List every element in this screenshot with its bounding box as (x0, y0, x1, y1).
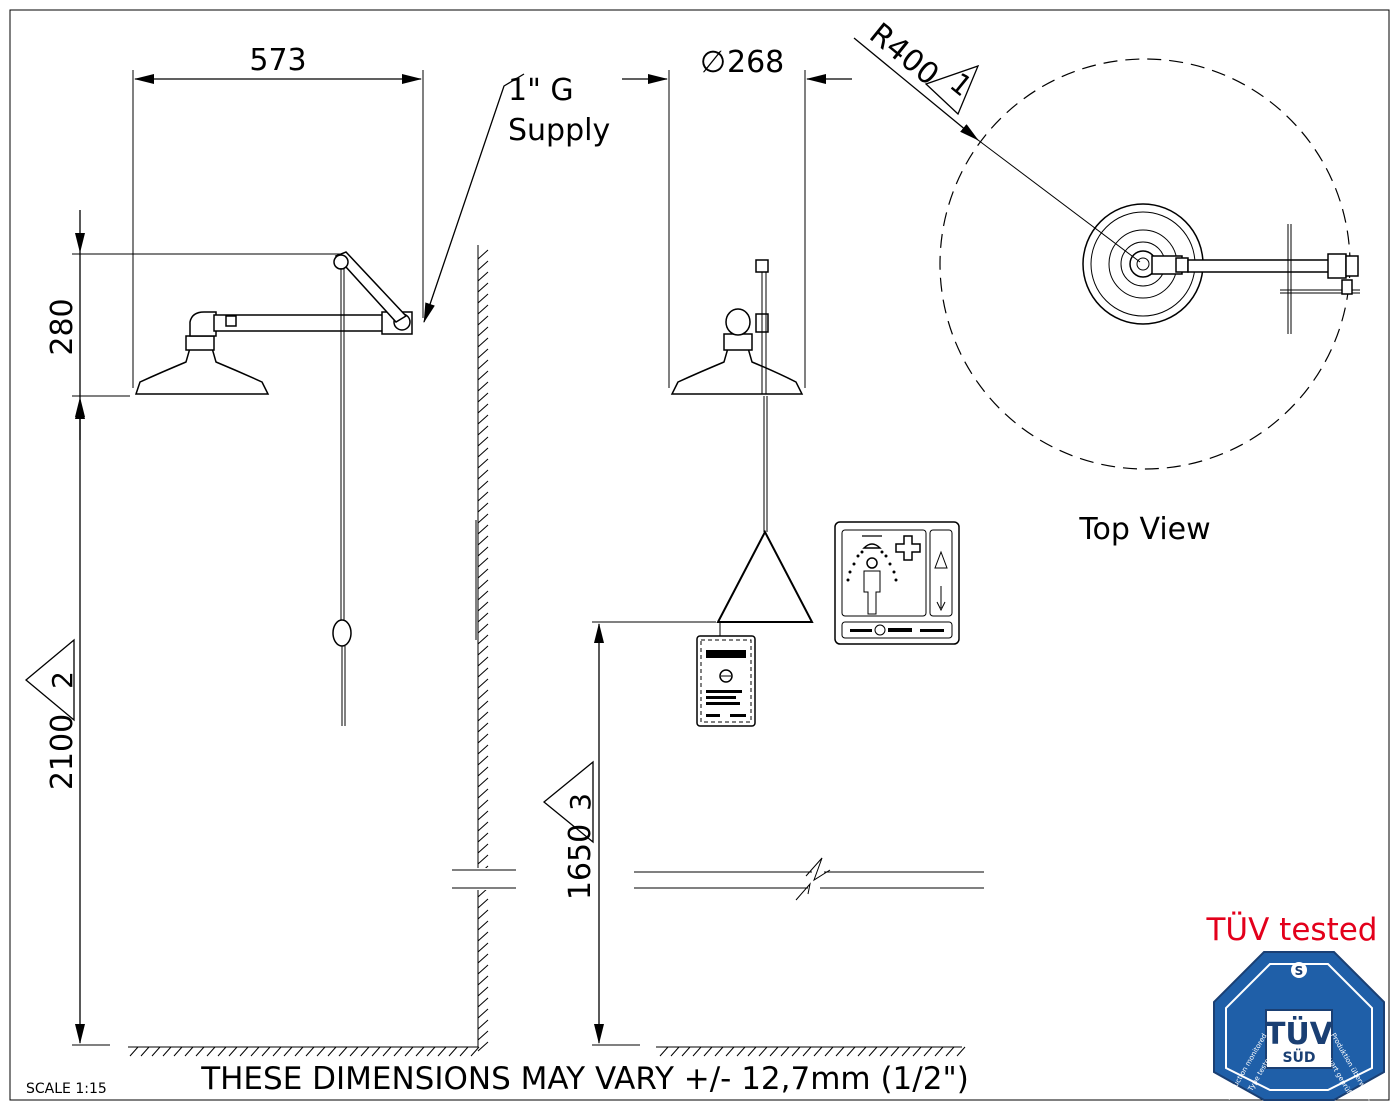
tuv-mark: TÜV (1265, 1015, 1334, 1052)
tolerance-note: THESE DIMENSIONS MAY VARY +/- 12,7mm (1/… (200, 1061, 969, 1097)
top-view-label: Top View (1078, 512, 1210, 547)
dimension-573: 573 (249, 43, 306, 78)
flag-1-number: 1 (944, 66, 979, 103)
tuv-tested-label: TÜV tested (1206, 911, 1378, 948)
shower-head-side (134, 347, 270, 395)
side-view: 573 1" G Supply 280 2100 2 (24, 43, 610, 1057)
shower-head-front (670, 347, 804, 395)
supply-pipe-side (213, 314, 395, 332)
pull-handle-side (332, 619, 352, 647)
floor-hatch-left (129, 1046, 480, 1057)
tuv-sud-badge: TÜV SÜD S Production monitored Type test… (1213, 951, 1385, 1102)
triangle-pull-handle (716, 529, 814, 623)
flag-2-triangle (24, 638, 75, 722)
flag-1-triangle (924, 64, 980, 116)
diameter-symbol: ∅ (700, 45, 726, 80)
flag-2-number: 2 (46, 671, 79, 689)
wall-hatch (477, 249, 489, 1052)
drawing-frame (9, 9, 1390, 1101)
supply-leader (423, 73, 525, 323)
supply-label-line1: 1" G (508, 73, 574, 108)
dimension-2100: 2100 (45, 714, 80, 790)
dimension-268: 268 (727, 45, 784, 80)
front-view: ∅ 268 (542, 45, 984, 1057)
dimension-280: 280 (45, 298, 80, 355)
scale-label: SCALE 1:15 (26, 1081, 107, 1097)
emergency-shower-sign (834, 521, 960, 645)
svg-text:S: S (1295, 964, 1304, 978)
hanging-instruction-sign (696, 635, 756, 727)
dimension-1650: 1650 (563, 824, 598, 900)
flag-3-number: 3 (564, 793, 597, 811)
tuv-sub: SÜD (1282, 1048, 1315, 1066)
floor-hatch-right (659, 1046, 966, 1057)
supply-pipe-top (1187, 259, 1331, 273)
flag-3-triangle (542, 760, 594, 844)
top-view: R400 1 Top View (853, 16, 1360, 547)
r400-leader (853, 37, 979, 141)
supply-label-line2: Supply (508, 113, 610, 148)
